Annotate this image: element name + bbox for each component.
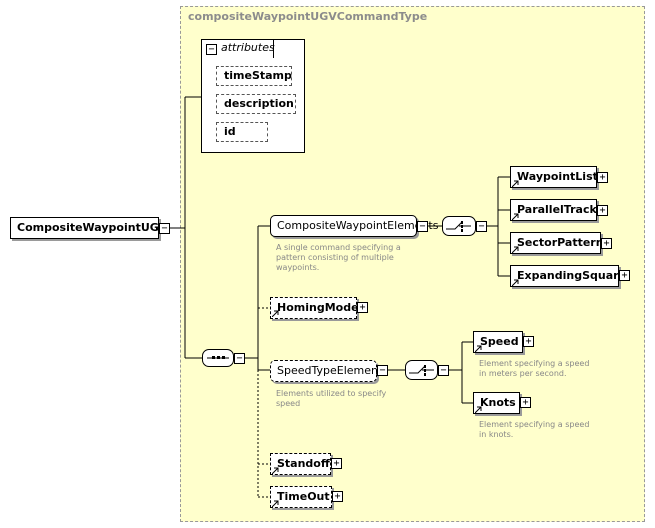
reference-arrow-icon [512, 246, 519, 253]
expand-toggle-time-out[interactable]: + [332, 491, 343, 502]
speed-type-elements-note: Elements utilized to specify speed [276, 389, 387, 408]
choice-icon [409, 365, 434, 376]
reference-arrow-icon [272, 310, 279, 317]
expand-toggle-waypoint-list[interactable]: + [597, 172, 608, 183]
choice-compositor-speed[interactable] [405, 360, 438, 380]
reference-arrow-icon [475, 406, 482, 413]
expand-toggle-expanding-square[interactable]: + [619, 270, 630, 281]
attribute-id[interactable]: id [216, 122, 268, 142]
knots-note: Element specifying a speed in knots. [479, 420, 590, 439]
attribute-description[interactable]: description [216, 94, 296, 114]
reference-arrow-icon [272, 500, 279, 507]
choice-icon [446, 221, 471, 232]
element-homing-mode[interactable]: HomingMode [270, 297, 359, 319]
element-parallel-track[interactable]: ParallelTrack [510, 199, 597, 221]
collapse-toggle-speed-type-elements[interactable]: − [377, 365, 388, 376]
element-knots[interactable]: Knots [473, 392, 520, 414]
expand-toggle-homing-mode[interactable]: + [357, 302, 368, 313]
element-speed[interactable]: Speed [473, 331, 523, 353]
expand-toggle-parallel-track[interactable]: + [597, 205, 608, 216]
composite-waypoint-elements-group[interactable]: CompositeWaypointElements [270, 215, 438, 237]
sequence-icon [207, 356, 229, 359]
expand-toggle-sector-pattern[interactable]: + [601, 238, 612, 249]
reference-arrow-icon [512, 213, 519, 220]
collapse-toggle-choice-waypoint[interactable]: − [476, 221, 487, 232]
collapse-toggle-sequence[interactable]: − [234, 353, 245, 364]
element-time-out[interactable]: TimeOut [270, 486, 332, 508]
element-waypoint-list[interactable]: WaypointList [510, 166, 598, 188]
complex-type-title: compositeWaypointUGVCommandType [188, 10, 428, 23]
attributes-tab [201, 39, 274, 58]
reference-arrow-icon [512, 279, 519, 286]
choice-compositor-waypoint[interactable] [442, 216, 476, 236]
expand-toggle-knots[interactable]: + [520, 397, 531, 408]
root-element-node[interactable]: CompositeWaypointUGV [10, 217, 167, 239]
attribute-timestamp[interactable]: timeStamp [216, 66, 292, 86]
expand-toggle-standoff[interactable]: + [331, 458, 342, 469]
root-element-label: CompositeWaypointUGV [17, 221, 168, 234]
collapse-toggle-root[interactable]: − [159, 223, 170, 234]
sequence-compositor[interactable] [202, 349, 234, 367]
reference-arrow-icon [272, 467, 279, 474]
collapse-toggle-composite-waypoint-elements[interactable]: − [417, 221, 428, 232]
composite-waypoint-elements-note: A single command specifying a pattern co… [276, 243, 401, 272]
element-standoff[interactable]: Standoff [270, 453, 331, 475]
collapse-toggle-attributes[interactable]: − [206, 44, 217, 55]
expand-toggle-speed[interactable]: + [523, 336, 534, 347]
speed-note: Element specifying a speed in meters per… [479, 359, 590, 378]
speed-type-elements-group[interactable]: SpeedTypeElements [270, 360, 388, 382]
reference-arrow-icon [512, 180, 519, 187]
speed-type-elements-label: SpeedTypeElements [277, 364, 389, 377]
element-expanding-square[interactable]: ExpandingSquare [510, 265, 626, 287]
collapse-toggle-choice-speed[interactable]: − [438, 365, 449, 376]
element-sector-pattern[interactable]: SectorPattern [510, 232, 604, 254]
composite-waypoint-elements-label: CompositeWaypointElements [277, 219, 439, 232]
attributes-title: attributes [221, 41, 275, 54]
reference-arrow-icon [475, 345, 482, 352]
